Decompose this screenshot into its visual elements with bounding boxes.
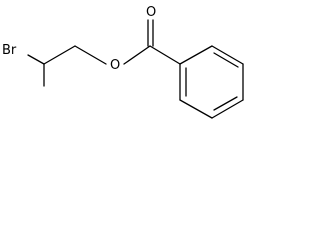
bond-c1-o	[74, 45, 107, 65]
bond-c2-c1	[43, 45, 76, 65]
bond-carbonyl-c-ring	[149, 45, 181, 65]
ring-bond-1	[179, 45, 213, 65]
atom-label-bromine: Br	[2, 43, 17, 58]
propyl-chain	[27, 45, 107, 87]
bond-br-c2	[27, 54, 45, 65]
ring-bond-2	[211, 45, 244, 65]
ring-bond-4	[211, 99, 244, 119]
atom-label-carbonyl-oxygen: O	[146, 5, 156, 20]
bond-o-carbonyl-c	[123, 45, 151, 65]
benzene-ring	[179, 45, 244, 119]
chemical-structure: Br O O	[2, 5, 244, 119]
atom-label-ester-oxygen: O	[110, 58, 120, 73]
ring-inner-double-2	[213, 96, 238, 111]
ester-group	[123, 19, 181, 65]
ring-bond-5	[179, 99, 213, 119]
ring-inner-double-1	[213, 52, 239, 68]
